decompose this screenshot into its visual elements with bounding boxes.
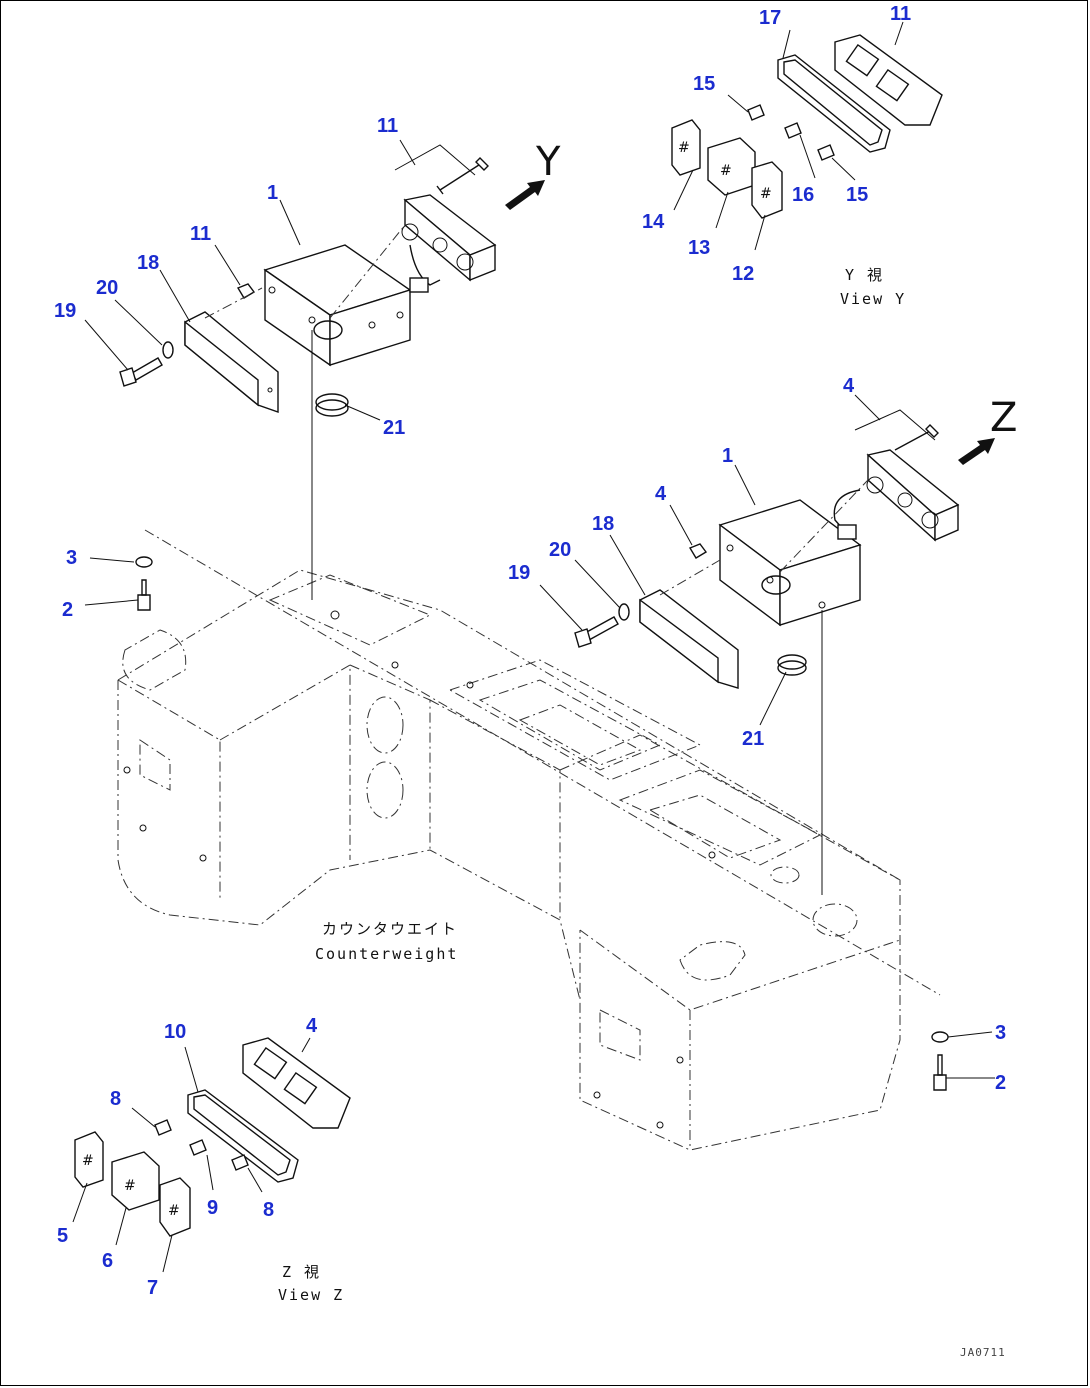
view-z-detail: # # # [72, 1037, 351, 1273]
svg-text:#: # [678, 140, 690, 156]
callout-20-washer-left: 20 [96, 277, 119, 299]
right-lamp-assembly [574, 409, 960, 895]
view-y-arrow-icon [505, 180, 545, 210]
callout-8-bulb-a: 8 [110, 1088, 122, 1110]
view-z-letter: Z [990, 395, 1018, 441]
document-number: JA0711 [960, 1346, 1006, 1359]
callout-7-lens: 7 [147, 1277, 159, 1299]
view-z-caption-jp: Z 視 [282, 1263, 322, 1281]
svg-text:#: # [82, 1153, 94, 1169]
callout-13-lens: 13 [688, 237, 711, 259]
callout-18-plate-left: 18 [137, 252, 160, 274]
callout-9-bulb: 9 [207, 1197, 219, 1219]
view-y-letter: Y [536, 139, 561, 185]
view-y-detail: # # # [671, 21, 943, 251]
view-arrows [505, 180, 995, 465]
callout-15-bulb-a: 15 [693, 73, 716, 95]
view-z-arrow-icon [958, 438, 995, 465]
callout-17-gasket-y: 17 [759, 7, 782, 29]
leader-lines [84, 139, 995, 1079]
svg-text:#: # [124, 1178, 136, 1194]
callout-8-bulb-b: 8 [263, 1199, 275, 1221]
callout-15-bulb-b: 15 [846, 184, 869, 206]
svg-text:#: # [720, 163, 732, 179]
callout-14-lens: 14 [642, 211, 665, 233]
left-lamp-assembly [119, 144, 497, 600]
view-y-caption-jp: Y 視 [845, 266, 885, 284]
callout-1-box-left: 1 [267, 182, 279, 204]
view-y-caption-en: View Y [840, 290, 907, 308]
callout-21-grommet-left: 21 [383, 417, 406, 439]
callout-2-bolt-left: 2 [62, 599, 74, 621]
svg-text:#: # [760, 186, 772, 202]
callout-18-plate-right: 18 [592, 513, 615, 535]
mounting-bolts [135, 556, 949, 1091]
callout-20-washer-right: 20 [549, 539, 572, 561]
svg-text:#: # [168, 1203, 180, 1219]
callout-12-lens: 12 [732, 263, 755, 285]
callout-19-bolt-left: 19 [54, 300, 77, 322]
callout-4-nut: 4 [655, 483, 667, 505]
callout-10-gasket-z: 10 [164, 1021, 187, 1043]
callout-16-bulb: 16 [792, 184, 815, 206]
callout-4-lamp-z: 4 [306, 1015, 318, 1037]
callout-11-bolt: 11 [377, 115, 399, 137]
counterweight-outline [117, 529, 941, 1151]
callout-1-box-right: 1 [722, 445, 734, 467]
callout-3-washer-left: 3 [66, 547, 78, 569]
counterweight-label-en: Counterweight [315, 945, 459, 963]
callout-19-bolt-right: 19 [508, 562, 531, 584]
callout-4-bolt: 4 [843, 375, 855, 397]
counterweight-label-jp: カウンタウエイト [322, 920, 459, 938]
callout-11-nut: 11 [190, 223, 212, 245]
callout-5-lens: 5 [57, 1225, 69, 1247]
view-z-caption-en: View Z [278, 1286, 345, 1304]
callout-6-lens: 6 [102, 1250, 114, 1272]
callout-11-lamp-y: 11 [890, 3, 912, 25]
callout-21-grommet-right: 21 [742, 728, 765, 750]
callout-3-washer-right: 3 [995, 1022, 1007, 1044]
callout-2-bolt-right: 2 [995, 1072, 1007, 1094]
